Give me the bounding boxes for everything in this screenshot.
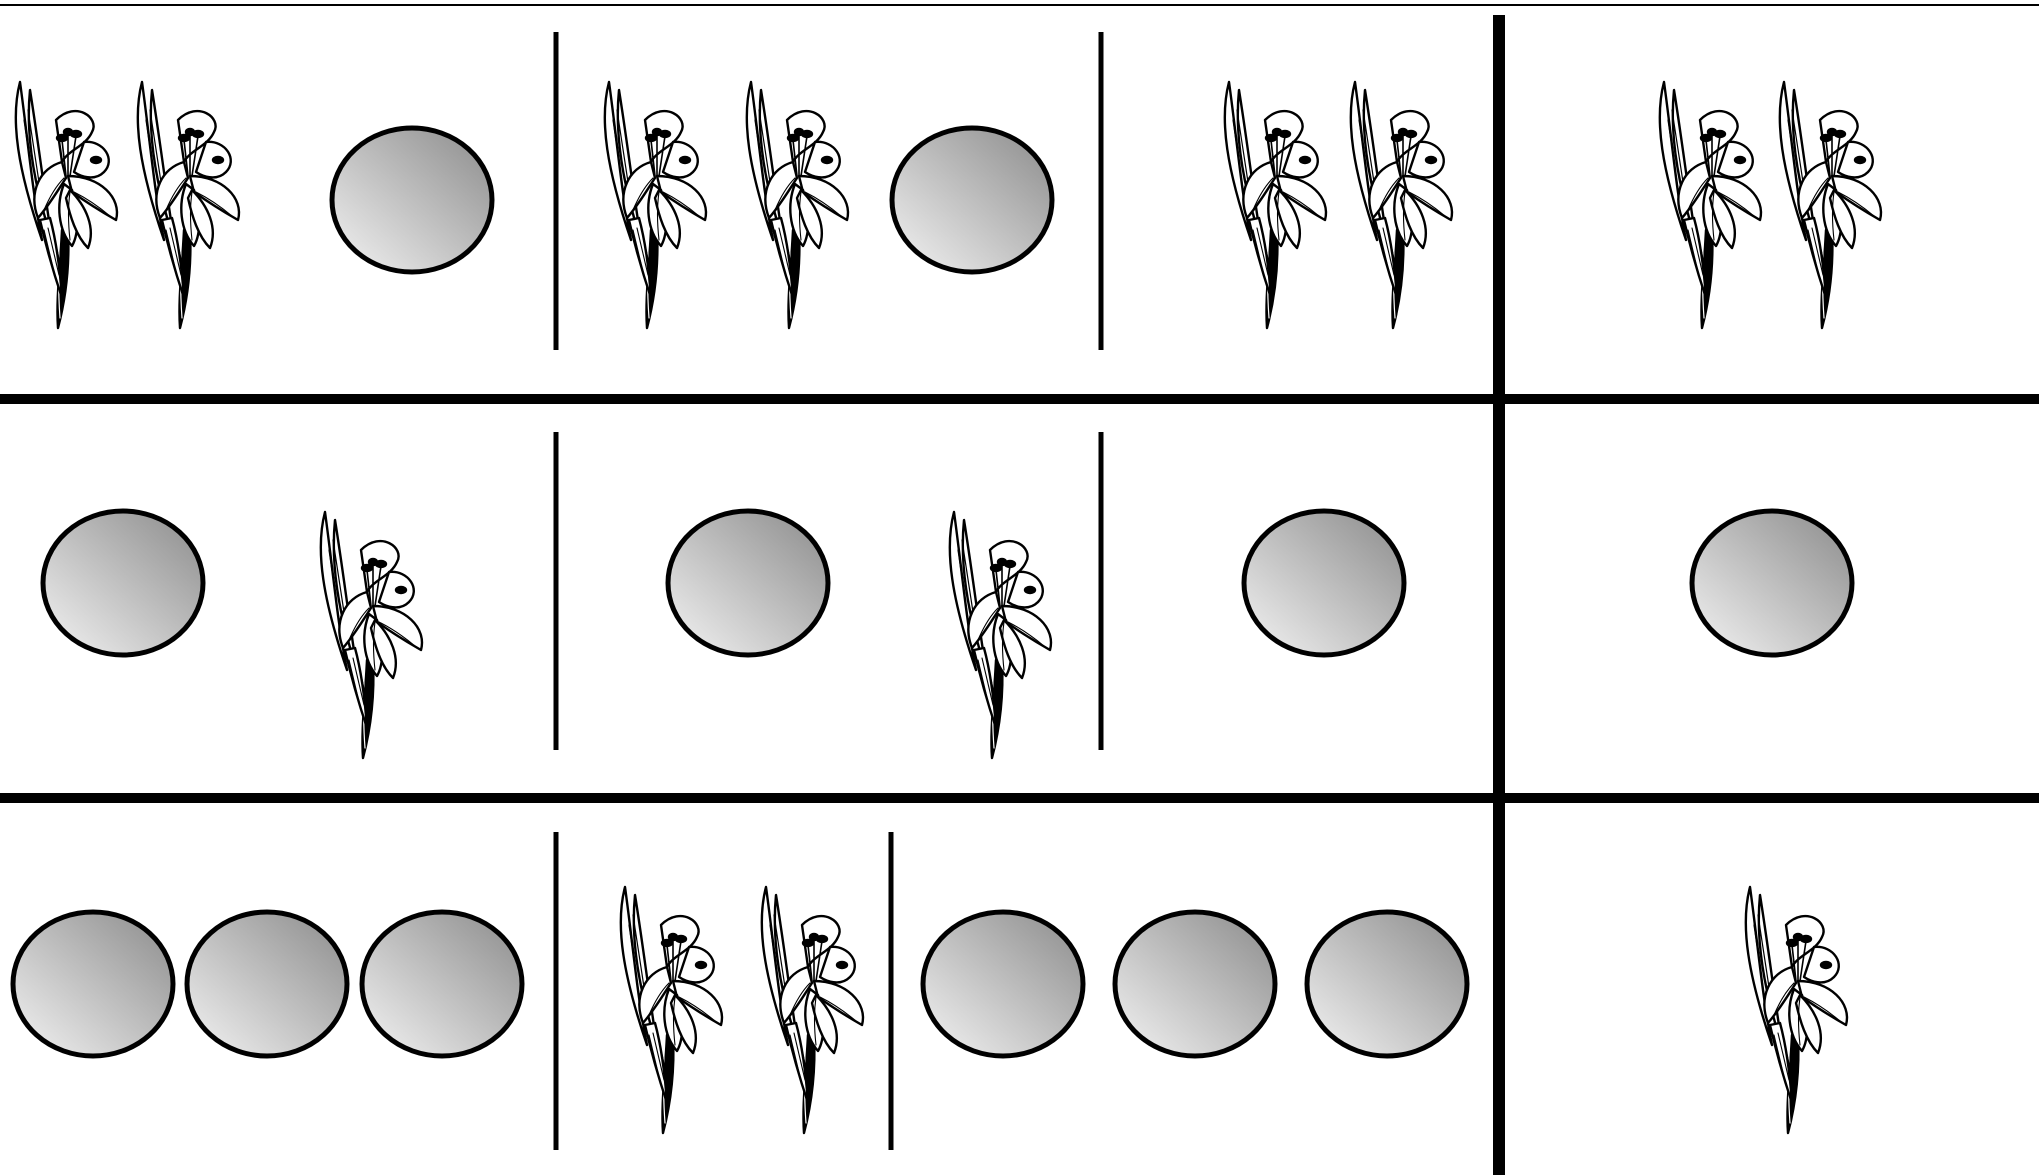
cell-r3-c1 [13, 912, 522, 1056]
gray-oval-icon [362, 912, 522, 1056]
gray-oval-icon [43, 511, 203, 655]
gray-oval-icon [923, 912, 1083, 1056]
gray-oval-icon [668, 511, 828, 655]
gray-oval-icon [1307, 912, 1467, 1056]
gray-oval-icon [187, 912, 347, 1056]
gray-oval-icon [1692, 511, 1852, 655]
gray-oval-icon [332, 128, 492, 272]
cell-r2-c4 [1692, 511, 1852, 655]
cell-r3-c3 [923, 912, 1467, 1056]
cell-r2-c3 [1244, 511, 1404, 655]
gray-oval-icon [1115, 912, 1275, 1056]
gray-oval-icon [13, 912, 173, 1056]
gray-oval-icon [892, 128, 1052, 272]
gray-oval-icon [1244, 511, 1404, 655]
